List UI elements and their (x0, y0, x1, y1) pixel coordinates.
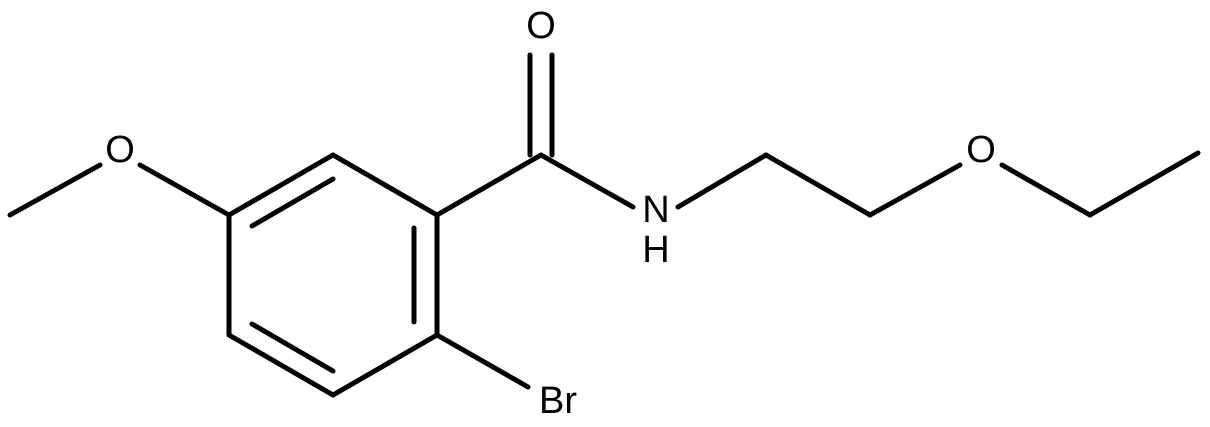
ch2-ch3-bond (1087, 150, 1201, 218)
ring-carbonyl-bond (434, 152, 544, 218)
ring-bond-c2-c3 (330, 332, 440, 398)
methoxy-group (7, 162, 232, 218)
methoxy-o-ring-bond (137, 162, 232, 218)
ring-bond-c6-c1 (330, 152, 440, 218)
ring-inner-bond-c3-c4 (249, 321, 336, 374)
ether-oxygen-label: O (966, 129, 996, 171)
oxygen-ch2-bond (999, 162, 1093, 218)
amide-nitrogen-label: N (642, 189, 669, 231)
methoxy-oxygen-label: O (105, 129, 135, 171)
ethoxyethyl-chain (675, 150, 1201, 218)
ring-bond-c3-c4 (226, 332, 336, 398)
bromine-label: Br (539, 380, 577, 422)
amide-group (434, 52, 636, 218)
benzene-ring (226, 152, 440, 398)
methoxy-o-methyl-bond (7, 162, 103, 218)
carbonyl-nitrogen-bond (538, 152, 636, 210)
ring-inner-bond-c5-c6 (249, 176, 336, 229)
bromine-bond (434, 332, 531, 390)
ch2-oxygen-bond (867, 162, 963, 218)
nitrogen-ch2-bond (675, 152, 769, 210)
ch2-ch2-bond (763, 152, 873, 218)
amide-hydrogen-label: H (642, 229, 669, 271)
ring-bond-c5-c6 (226, 152, 336, 218)
carbonyl-oxygen-label: O (526, 5, 556, 47)
